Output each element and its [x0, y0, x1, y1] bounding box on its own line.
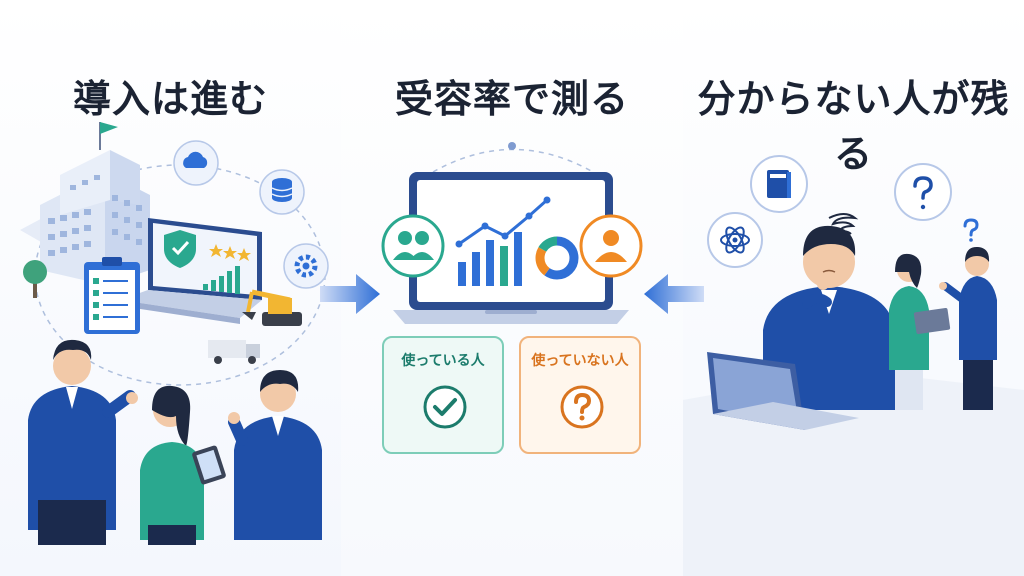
arc-dot: [508, 142, 516, 150]
database-icon: [259, 169, 305, 215]
clipboard-icon: [84, 257, 140, 334]
panel-adoption: 導入は進む: [0, 0, 341, 576]
card-not-using-label: 使っていない人: [531, 353, 629, 369]
acceptance-illustration: [381, 142, 643, 324]
card-not-using: 使っていない人: [519, 336, 641, 454]
question-icon: [560, 385, 604, 429]
cloud-icon: [173, 140, 219, 186]
arrow-left-icon: [644, 274, 704, 314]
arrow-right-icon: [320, 274, 380, 314]
person-man-background: [939, 246, 997, 410]
question-bubble-icon: [894, 163, 952, 221]
bar-chart-icon: [458, 232, 522, 286]
question-mark-icon: [963, 218, 979, 242]
check-icon: [423, 385, 467, 429]
atom-icon: [707, 212, 763, 268]
card-using: 使っている人: [382, 336, 504, 454]
panel-title-remaining-confused: 分からない人が残る: [697, 77, 1010, 176]
bar-chart-icon: [203, 266, 240, 294]
star-icon: [209, 244, 251, 261]
adoption-illustration: [20, 122, 329, 545]
office-building-icon: [20, 150, 165, 297]
tree-icon: [23, 260, 47, 298]
panel-title-adoption: 導入は進む: [72, 77, 268, 121]
person-icon: [579, 214, 643, 278]
person-woman-center: [140, 385, 204, 545]
person-businessman-left: [28, 339, 138, 545]
flag-icon: [99, 122, 118, 150]
panel-title-acceptance-rate: 受容率で測る: [394, 77, 629, 121]
panel-remaining-confused: 分からない人が残る: [683, 0, 1024, 576]
tablet-icon: [192, 445, 226, 485]
book-icon: [750, 155, 808, 213]
shield-check-icon: [164, 230, 196, 268]
excavator-icon: [242, 289, 302, 326]
line-chart-icon: [455, 196, 551, 248]
gear-icon: [283, 243, 329, 289]
card-using-label: 使っている人: [401, 353, 485, 369]
arc-dashed-line: [432, 148, 594, 173]
person-woman-background: [889, 253, 951, 410]
users-icon: [381, 214, 445, 278]
panel-acceptance-rate: 受容率で測る: [341, 0, 683, 576]
person-businessman-right: [228, 370, 322, 540]
laptop-icon: [707, 352, 859, 430]
donut-chart-icon: [535, 236, 579, 280]
truck-icon: [208, 340, 260, 364]
confused-illustration: [683, 155, 1024, 576]
